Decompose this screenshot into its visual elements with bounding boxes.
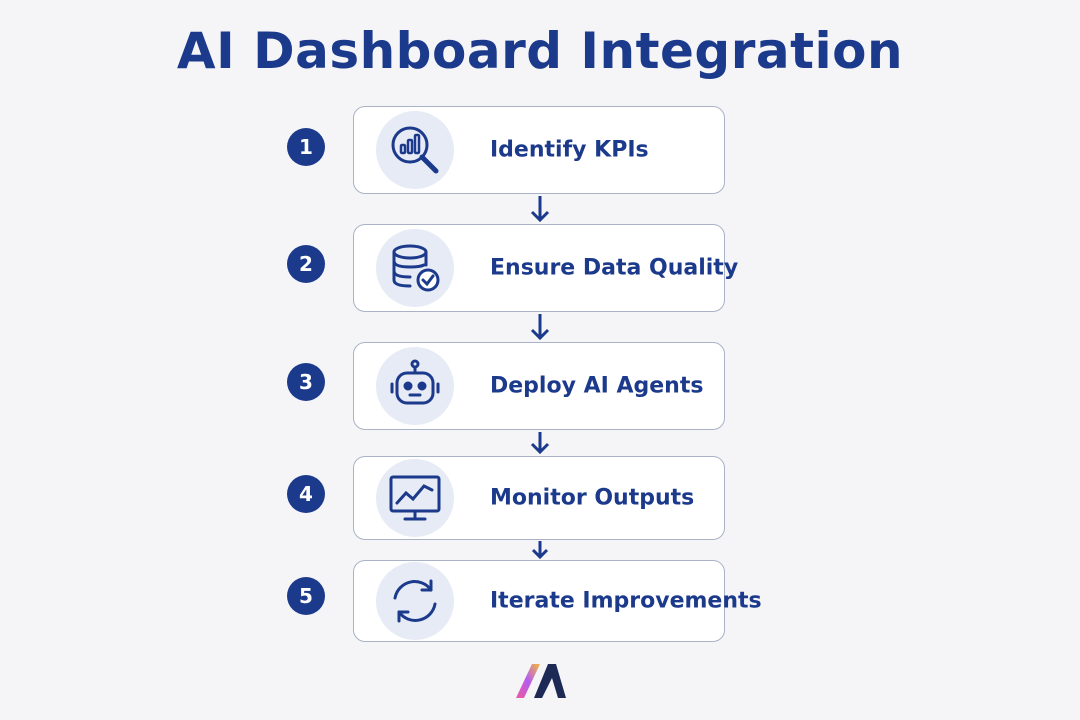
step-card-3: Deploy AI Agents (353, 342, 725, 430)
step-card-1: Identify KPIs (353, 106, 725, 194)
arrow-down-icon (530, 196, 550, 223)
icon-circle (376, 347, 454, 425)
step-card-5: Iterate Improvements (353, 560, 762, 642)
step-number-3: 3 (287, 363, 325, 401)
step-label-2: Ensure Data Quality (490, 255, 739, 281)
page-title: AI Dashboard Integration (176, 22, 904, 80)
step-card-4: Monitor Outputs (353, 456, 725, 540)
magnifier-bar-chart-icon (391, 126, 439, 174)
robot-icon (390, 359, 440, 405)
step-number-5: 5 (287, 577, 325, 615)
step-label-5: Iterate Improvements (490, 588, 762, 614)
icon-circle (376, 562, 454, 640)
step-number-2: 2 (287, 245, 325, 283)
refresh-cycle-icon (393, 579, 437, 623)
icon-circle (376, 229, 454, 307)
arrow-down-icon (531, 541, 549, 560)
step-card-2: Ensure Data Quality (353, 224, 738, 312)
step-number-4: 4 (287, 475, 325, 513)
icon-circle (376, 459, 454, 537)
arrow-down-icon (530, 432, 550, 455)
monitor-line-chart-icon (389, 475, 441, 521)
step-label-1: Identify KPIs (490, 137, 649, 163)
brand-logo-icon (516, 664, 566, 698)
database-check-icon (392, 244, 440, 292)
step-number-1: 1 (287, 128, 325, 166)
step-label-3: Deploy AI Agents (490, 373, 704, 399)
step-label-4: Monitor Outputs (490, 485, 695, 511)
arrow-down-icon (530, 314, 550, 341)
icon-circle (376, 111, 454, 189)
